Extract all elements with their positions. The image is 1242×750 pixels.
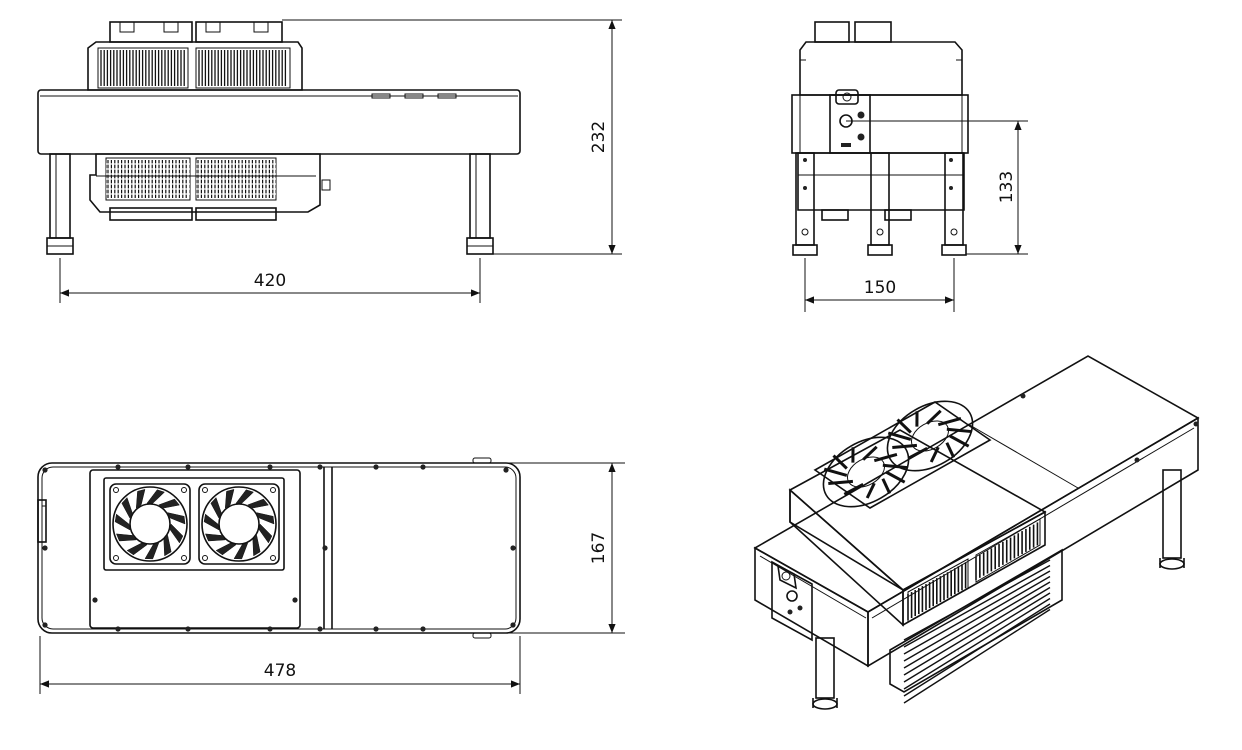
fan-icon-iso-left <box>822 436 910 508</box>
iso-fan-blades <box>823 409 972 499</box>
front-upper-fins <box>97 47 291 89</box>
front-main-body <box>37 89 521 155</box>
top-screws <box>42 464 516 632</box>
front-leg-right <box>466 153 494 255</box>
top-outline <box>37 462 521 634</box>
front-top-brackets <box>109 21 283 43</box>
front-height-dimension: 232 <box>282 19 622 255</box>
front-width-dimension: 420 <box>59 258 481 303</box>
side-height-dimension: 133 <box>846 120 1028 255</box>
top-view: 167 478 <box>37 457 625 694</box>
side-main-body <box>791 94 969 154</box>
iso-connector-panel <box>771 560 813 642</box>
fan-icon-right <box>198 483 280 565</box>
top-depth-dimension: 167 <box>491 462 625 634</box>
front-height-label: 232 <box>589 121 609 153</box>
front-width-label: 420 <box>254 271 286 291</box>
top-length-dimension: 478 <box>39 636 521 694</box>
iso-main-side <box>754 546 869 668</box>
fan-icon-left <box>109 483 191 565</box>
side-height-label: 133 <box>997 171 1017 203</box>
top-depth-label: 167 <box>589 532 609 564</box>
front-leg-left <box>46 153 74 255</box>
side-legs <box>792 152 967 256</box>
fan-icon-iso-right <box>886 400 974 472</box>
side-view: 133 150 <box>791 21 1028 312</box>
front-lower-housing <box>89 153 321 213</box>
front-view: 232 420 <box>37 19 622 303</box>
side-upper-housing <box>799 41 963 96</box>
iso-upper-fins <box>907 518 1041 623</box>
side-lower-housing <box>797 152 965 211</box>
iso-legs <box>812 469 1185 710</box>
side-width-dimension: 150 <box>804 258 955 312</box>
top-length-label: 478 <box>264 661 296 681</box>
iso-fan-plate <box>813 401 992 509</box>
top-fan-plate <box>89 469 301 629</box>
iso-upper-left <box>789 488 904 627</box>
front-lower-fins <box>105 157 277 201</box>
side-width-label: 150 <box>864 278 896 298</box>
isometric-view <box>753 355 1200 710</box>
iso-lower-fins <box>903 559 1051 704</box>
